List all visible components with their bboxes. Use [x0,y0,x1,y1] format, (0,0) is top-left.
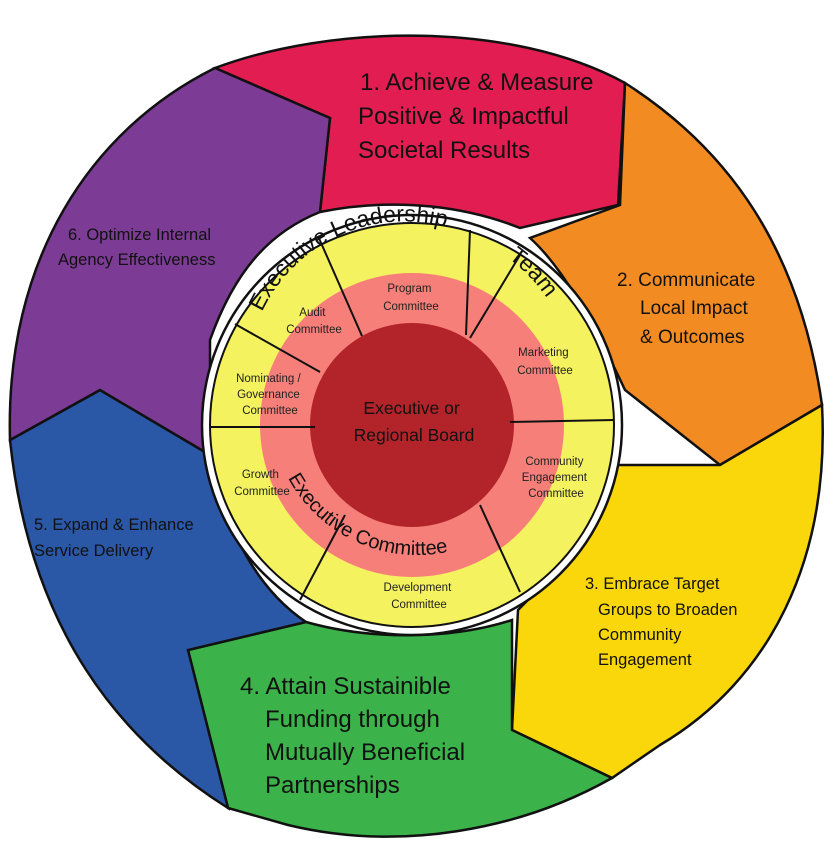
segment-2-line-3: & Outcomes [640,327,745,348]
center-board-text: Executive or Regional Board [354,398,475,445]
segment-1-line-3: Societal Results [358,137,530,164]
segment-2-communicate [527,80,824,467]
cycle-segments [8,34,824,838]
divider-3 [234,323,321,373]
segment-5-expand [8,388,310,811]
marketing-committee-line-1: Marketing [518,347,569,359]
program-committee-line-1: Program [387,283,431,295]
segment-texts: 1. Achieve & Measure Positive & Impactfu… [34,69,761,799]
nominating-committee-line-2: Governance [237,389,300,401]
growth-committee-line-1: Growth [242,469,279,481]
development-committee-line-1: Development [384,582,453,594]
committee-dividers [210,229,615,601]
growth-committee: Growth Committee [234,469,290,498]
committee-labels: Program Committee Audit Committee Market… [234,283,590,611]
nominating-committee: Nominating / Governance Committee [236,373,304,417]
segment-3-line-1: 3. Embrace Target [585,575,720,593]
program-committee: Program Committee [383,283,439,313]
nominating-committee-line-1: Nominating / [236,373,301,385]
segment-2-line-2: Local Impact [640,298,748,319]
marketing-committee-line-2: Committee [517,365,573,377]
segment-4-text: 4. Attain Sustainible Funding through Mu… [240,673,472,799]
center-line-2: Regional Board [354,425,475,445]
segment-4-line-3: Mutually Beneficial [265,739,465,766]
audit-committee-line-1: Audit [299,307,326,319]
segment-6-optimize [8,66,332,458]
segment-4-line-2: Funding through [265,706,440,733]
segment-5-text: 5. Expand & Enhance Service Delivery [34,516,198,560]
divider-2 [465,229,471,336]
core-board [310,323,514,527]
community-committee-line-3: Committee [528,488,584,500]
marketing-committee: Marketing Committee [517,347,573,377]
development-committee-line-2: Committee [391,599,447,611]
segment-1-text: 1. Achieve & Measure Positive & Impactfu… [358,69,600,164]
segment-6-line-1: 6. Optimize Internal [68,226,211,244]
community-committee-line-1: Community [525,456,583,468]
audit-committee: Audit Committee [286,307,342,336]
development-committee: Development Committee [384,582,455,611]
segment-2-text: 2. Communicate Local Impact & Outcomes [617,270,761,348]
segment-2-line-1: 2. Communicate [617,270,755,291]
inner-rings [200,213,624,637]
segment-4-line-4: Partnerships [265,772,400,799]
divider-8 [479,504,521,593]
segment-3-line-2: Groups to Broaden [598,601,737,619]
divider-6 [509,419,615,423]
segment-6-line-2: Agency Effectiveness [58,251,215,269]
program-committee-line-2: Committee [383,301,439,313]
divider-1 [317,235,363,337]
segment-5-line-2: Service Delivery [34,542,154,560]
center-line-1: Executive or [363,398,459,418]
community-committee-line-2: Engagement [522,472,588,484]
community-engagement-committee: Community Engagement Committee [522,456,590,500]
segment-3-text: 3. Embrace Target Groups to Broaden Comm… [585,575,742,669]
segment-3-line-4: Engagement [598,651,692,669]
nominating-committee-line-3: Committee [242,405,298,417]
segment-4-attain [186,618,615,838]
segment-3-line-3: Community [598,626,682,644]
divider-4 [469,254,521,339]
segment-4-line-1: 4. Attain Sustainible [240,673,451,700]
growth-committee-line-2: Committee [234,486,290,498]
segment-1-line-1: 1. Achieve & Measure [360,69,593,96]
divider-7 [299,514,346,601]
segment-1-line-2: Positive & Impactful [358,103,569,130]
segment-6-text: 6. Optimize Internal Agency Effectivenes… [58,226,216,269]
segment-5-line-1: 5. Expand & Enhance [34,516,194,534]
audit-committee-line-2: Committee [286,324,342,336]
